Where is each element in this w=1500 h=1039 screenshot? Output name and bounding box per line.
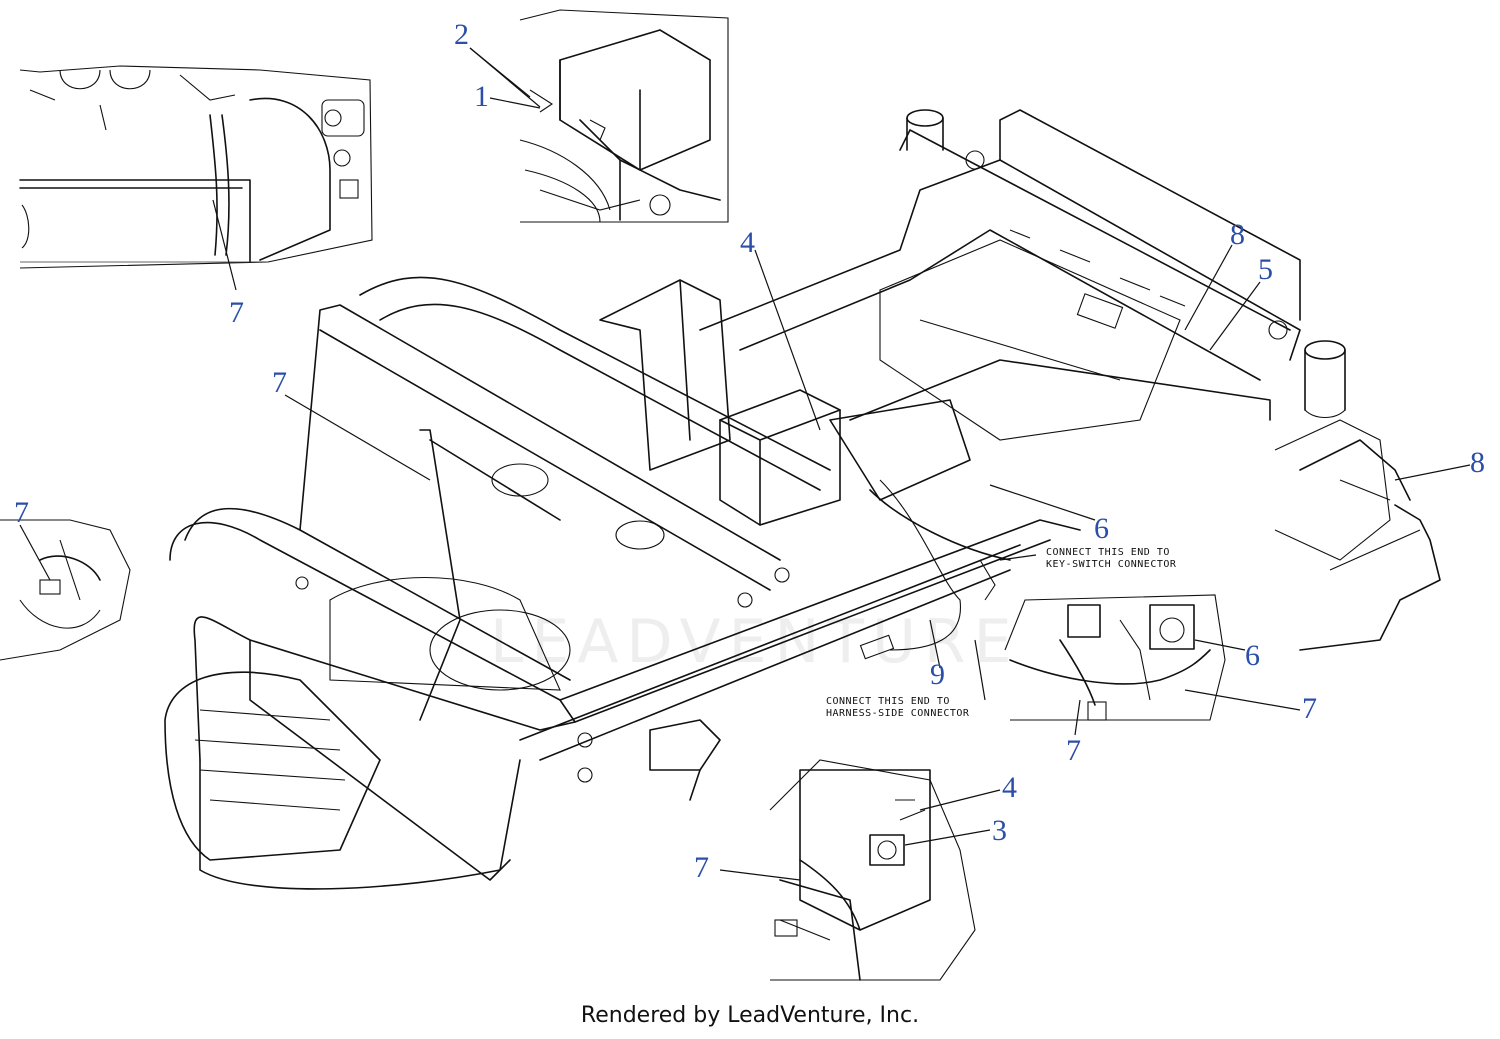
leader-lines (19, 47, 1471, 881)
footer-credit: Rendered by LeadVenture, Inc. (580, 1003, 920, 1028)
callout-7: 7 (272, 366, 287, 399)
callout-6: 6 (1245, 639, 1260, 672)
inset-right (1274, 419, 1441, 651)
inset-top-center (519, 9, 729, 223)
callout-4: 4 (1002, 771, 1017, 804)
note-harness-line2: HARNESS-SIDE CONNECTOR (826, 708, 970, 719)
callout-8: 8 (1470, 446, 1485, 479)
notes: CONNECT THIS END TO KEY-SWITCH CONNECTOR… (826, 547, 1177, 719)
callout-4: 4 (740, 226, 755, 259)
watermark: LEADVENTURE (490, 607, 1020, 677)
inset-left (0, 519, 131, 661)
callout-8: 8 (1230, 218, 1245, 251)
callout-2: 2 (454, 18, 469, 51)
callout-7: 7 (1066, 734, 1081, 767)
note-keyswitch-line2: KEY-SWITCH CONNECTOR (1046, 559, 1177, 570)
note-keyswitch-line1: CONNECT THIS END TO (1046, 547, 1170, 558)
callout-6: 6 (1094, 512, 1109, 545)
callout-1: 1 (474, 80, 489, 113)
callout-5: 5 (1258, 253, 1273, 286)
callout-7: 7 (694, 851, 709, 884)
chassis-main (164, 109, 1346, 890)
callout-7: 7 (1302, 692, 1317, 725)
callout-9: 9 (930, 658, 945, 691)
callouts: 2 1 4 8 5 7 7 7 8 6 6 9 7 7 4 3 7 (14, 18, 1485, 884)
note-harness-line1: CONNECT THIS END TO (826, 696, 950, 707)
inset-top-left (19, 65, 373, 269)
callout-3: 3 (992, 814, 1007, 847)
callout-7: 7 (229, 296, 244, 329)
inset-bottom (769, 759, 976, 981)
inset-key-switch (1004, 594, 1226, 721)
callout-7: 7 (14, 496, 29, 529)
